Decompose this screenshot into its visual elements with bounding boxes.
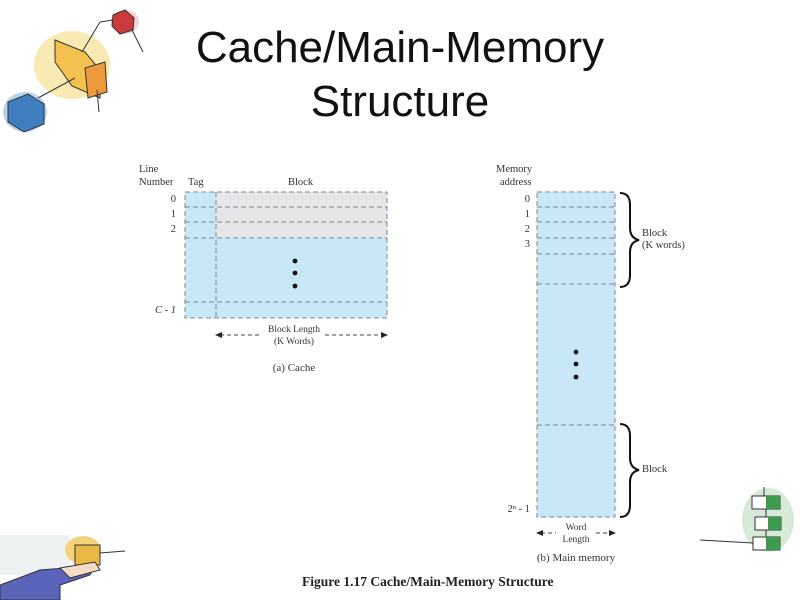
memory-row-label: 0: [524, 194, 530, 205]
block-brace-bottom: [619, 423, 640, 518]
main-memory-body: [537, 192, 615, 517]
cache-header-line: Line: [139, 164, 159, 175]
hand-holding-box-clipart-icon: [0, 535, 126, 600]
ellipsis-dot: [292, 283, 298, 289]
cache-header-tag: Tag: [188, 177, 204, 188]
word-length-label-2: Length: [562, 535, 590, 545]
ellipsis-dot: [573, 349, 579, 355]
memory-row-label: 2: [524, 224, 530, 235]
memory-last-row-label: 2ⁿ - 1: [507, 504, 530, 515]
memory-row-label: 1: [524, 209, 530, 220]
cubes-clipart-icon: [3, 9, 144, 133]
cache-header-number: Number: [139, 177, 174, 188]
ellipsis-dot: [292, 258, 298, 264]
cache-caption: (a) Cache: [272, 362, 316, 374]
block-label-top-units: (K words): [642, 240, 685, 251]
block-length-arrow: [215, 332, 388, 338]
cache-header-block: Block: [288, 177, 314, 188]
main-memory-caption: (b) Main memory: [536, 552, 616, 564]
ellipsis-dot: [292, 270, 298, 276]
block-label-top: Block: [642, 228, 668, 239]
cache-row-label: 1: [170, 209, 176, 220]
word-length-label: Word: [565, 523, 587, 533]
ellipsis-dot: [573, 361, 579, 367]
cache-block-rows-0-2: [216, 192, 387, 238]
word-length-arrow: [536, 530, 616, 536]
slide-title-line-2: Structure: [310, 77, 490, 126]
block-length-label: Block Length: [268, 325, 320, 335]
memory-header-address: address: [500, 177, 532, 188]
block-label-bottom: Block: [642, 464, 668, 475]
cache-row-label: 0: [170, 194, 176, 205]
memory-header-memory: Memory: [496, 164, 533, 175]
figure-caption: Figure 1.17 Cache/Main-Memory Structure: [302, 574, 554, 589]
block-brace-top: [619, 192, 640, 288]
cache-last-row-label: C - 1: [155, 305, 176, 316]
stacked-boxes-clipart-icon: [699, 487, 794, 552]
cache-row-label: 2: [170, 224, 176, 235]
ellipsis-dot: [573, 374, 579, 380]
memory-row-label: 3: [524, 239, 530, 250]
block-length-units: (K Words): [274, 337, 314, 347]
slide-title-line-1: Cache/Main-Memory: [195, 23, 605, 72]
